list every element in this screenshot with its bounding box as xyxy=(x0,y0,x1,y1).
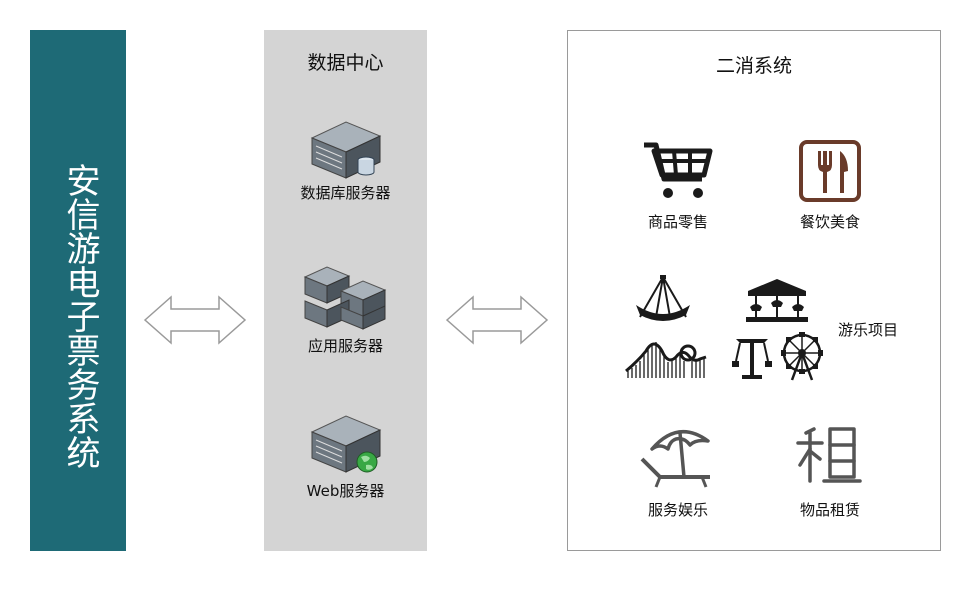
retail-item: 商品零售 xyxy=(618,139,738,232)
application-server-label: 应用服务器 xyxy=(307,337,383,355)
web-server: Web服务器 xyxy=(264,412,427,501)
secondary-consumption-panel: 二消系统 商品零售 餐饮美食 xyxy=(567,30,941,551)
ticketing-system-block: 安信游电子票务系统 xyxy=(30,30,126,551)
ticketing-system-title: 安信游电子票务系统 xyxy=(60,163,100,469)
fork-knife-icon xyxy=(799,140,861,202)
leisure-item: 服务娱乐 xyxy=(618,419,738,520)
ferris-wheel-icon xyxy=(781,332,823,381)
rental-label: 物品租赁 xyxy=(799,501,860,519)
rental-character-icon xyxy=(796,427,862,483)
application-server: 应用服务器 xyxy=(264,263,427,356)
pirate-ship-icon xyxy=(636,275,690,321)
dining-item: 餐饮美食 xyxy=(770,139,890,232)
double-arrow-icon-right xyxy=(445,295,549,345)
secondary-consumption-title: 二消系统 xyxy=(715,55,792,77)
double-arrow-icon-left xyxy=(143,295,247,345)
data-center-title: 数据中心 xyxy=(307,52,384,74)
shopping-cart-icon xyxy=(644,142,713,198)
dining-label: 餐饮美食 xyxy=(799,213,860,231)
web-server-icon xyxy=(310,415,381,473)
amusement-label: 游乐项目 xyxy=(838,321,899,339)
application-server-icon xyxy=(303,266,386,330)
data-center-panel: 数据中心 数据库服务器 xyxy=(264,30,427,551)
web-server-label: Web服务器 xyxy=(306,482,385,500)
database-server-icon xyxy=(310,121,381,179)
retail-label: 商品零售 xyxy=(647,213,708,231)
swing-ride-icon xyxy=(732,339,772,379)
database-server: 数据库服务器 xyxy=(264,118,427,203)
rental-item: 物品租赁 xyxy=(770,419,890,520)
roller-coaster-icon xyxy=(625,342,707,378)
leisure-label: 服务娱乐 xyxy=(647,501,708,519)
database-server-label: 数据库服务器 xyxy=(300,184,391,202)
beach-umbrella-icon xyxy=(640,429,710,488)
carousel-icon xyxy=(746,279,808,322)
